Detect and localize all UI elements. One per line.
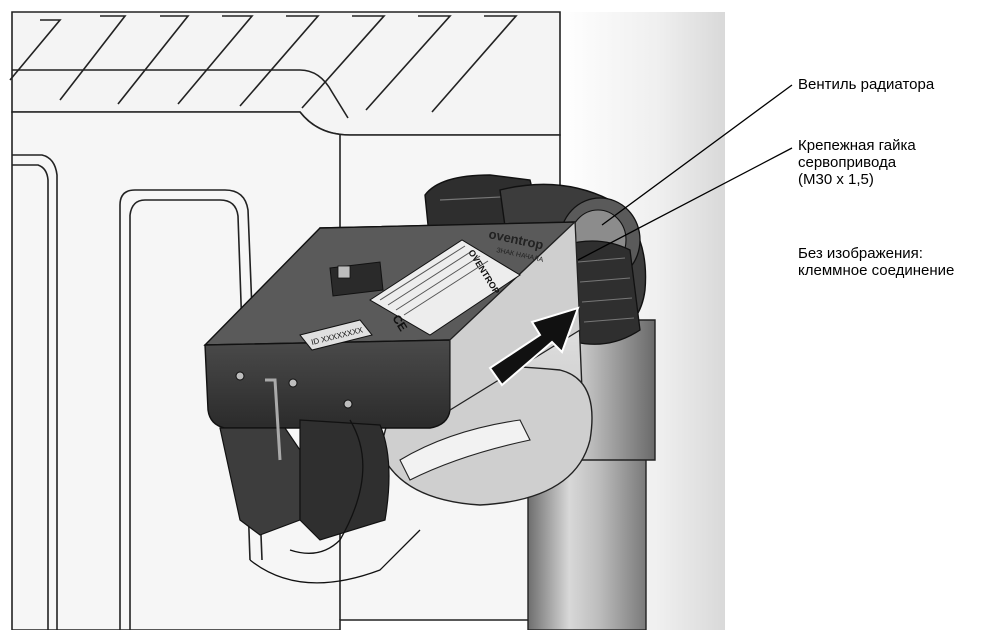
- id-tag: [299, 319, 373, 351]
- callout-radiator-valve: Вентиль радиатора: [798, 76, 934, 93]
- callout-text: Вентиль радиатора: [798, 76, 935, 93]
- callout-text: клеммное соединение: [798, 262, 955, 279]
- mounting-arrow-icon: [488, 306, 580, 387]
- callout-text: сервопривода: [798, 154, 897, 171]
- type-label: [369, 239, 521, 336]
- callout-text: Крепежная гайка: [798, 137, 916, 154]
- callout-clamp-connection: Без изображения: клеммное соединение: [798, 245, 954, 279]
- cover-flap: [219, 378, 421, 584]
- screw-icon: [288, 378, 298, 388]
- actuator-housing: [203, 220, 581, 429]
- actuator-nut: [564, 240, 641, 345]
- callout-text: Без изображения:: [798, 245, 923, 262]
- screw-icon: [343, 399, 353, 409]
- screw-icon: [235, 371, 245, 381]
- callout-actuator-nut: Крепежная гайка сервопривода (M30 x 1,5): [798, 137, 916, 188]
- callout-text: (M30 x 1,5): [798, 171, 874, 188]
- leader-line-nut: [577, 147, 793, 261]
- leader-line-valve: [601, 84, 793, 226]
